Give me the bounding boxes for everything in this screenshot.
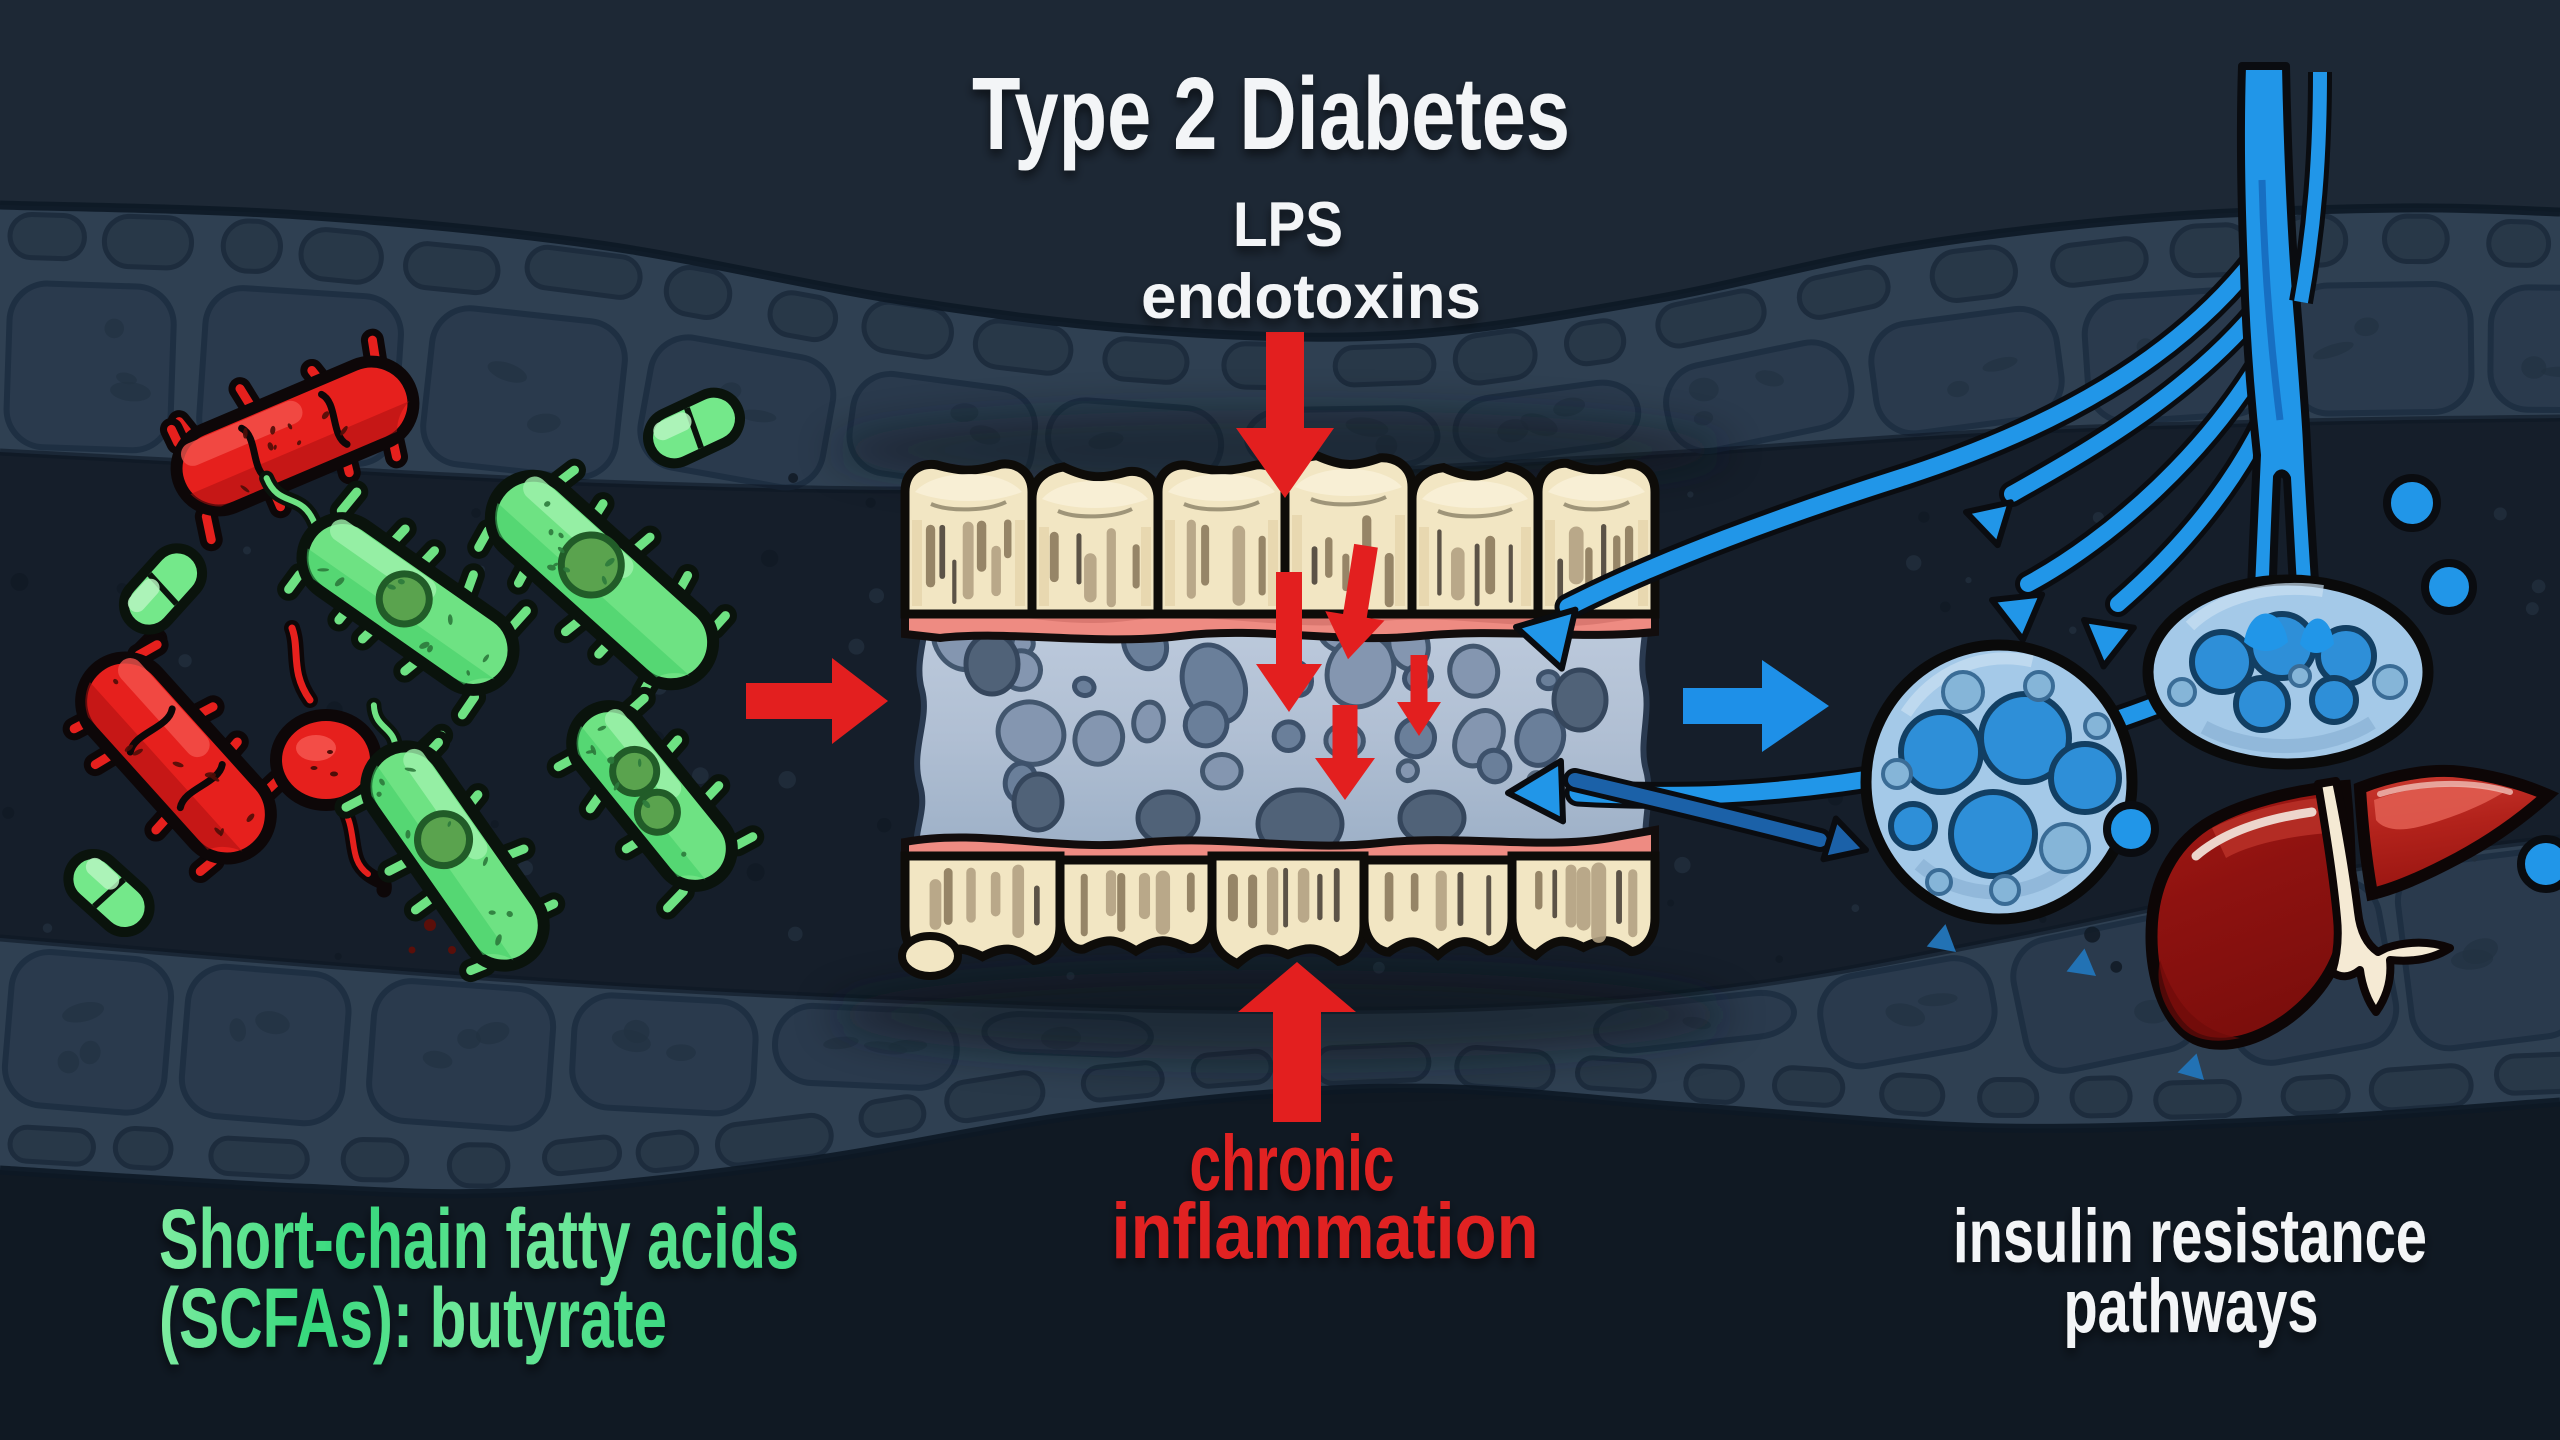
- svg-text:insulin resistance: insulin resistance: [1953, 1194, 2427, 1279]
- svg-text:(SCFAs): butyrate: (SCFAs): butyrate: [159, 1271, 667, 1365]
- svg-text:inflammation: inflammation: [1112, 1186, 1539, 1275]
- svg-text:Type 2 Diabetes: Type 2 Diabetes: [972, 56, 1570, 171]
- svg-text:Short-chain fatty acids: Short-chain fatty acids: [159, 1192, 799, 1286]
- svg-text:LPS: LPS: [1233, 190, 1343, 260]
- svg-text:chronic: chronic: [1190, 1118, 1395, 1207]
- svg-text:endotoxins: endotoxins: [1141, 262, 1481, 332]
- svg-text:pathways: pathways: [2064, 1264, 2319, 1349]
